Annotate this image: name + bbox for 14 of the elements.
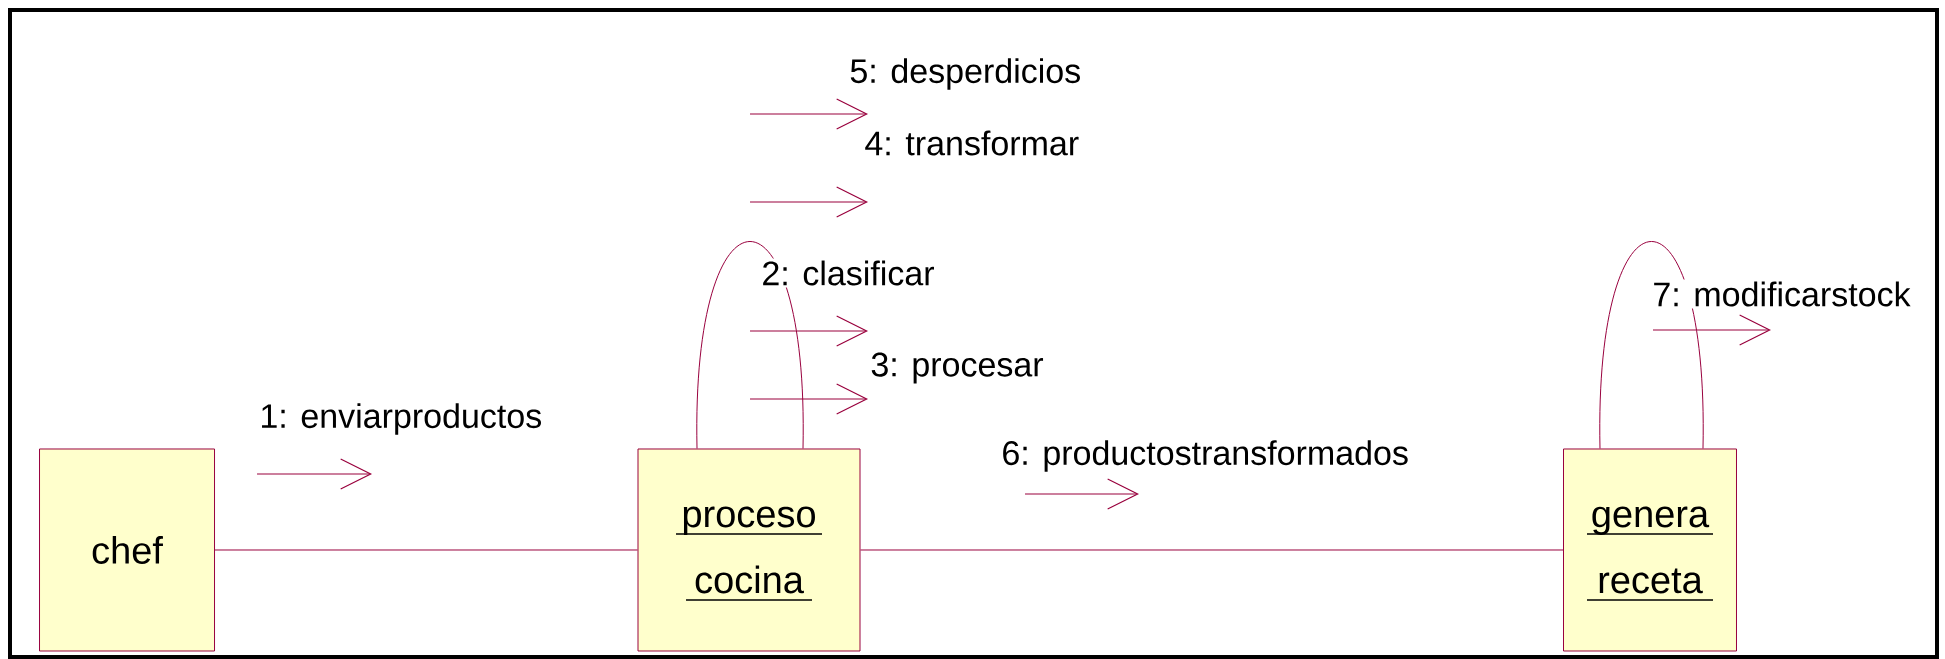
message-label: 3: procesar <box>868 350 1046 386</box>
object-box: chef <box>39 448 215 652</box>
message-label: 1: enviarproductos <box>257 401 545 437</box>
self-loop <box>1599 241 1704 449</box>
message-label: 5: desperdicios <box>847 56 1084 92</box>
message-label: 7: modificarstock <box>1650 279 1913 309</box>
link-line <box>860 549 1564 551</box>
object-box: genera receta <box>1563 448 1737 652</box>
link-line <box>214 549 638 551</box>
self-loop <box>696 241 804 449</box>
message-label: 6: productostransformados <box>999 438 1411 474</box>
message-label: 4: transformar <box>862 128 1082 158</box>
message-label: 2: clasificar <box>759 258 937 288</box>
object-box: proceso cocina <box>637 448 861 652</box>
